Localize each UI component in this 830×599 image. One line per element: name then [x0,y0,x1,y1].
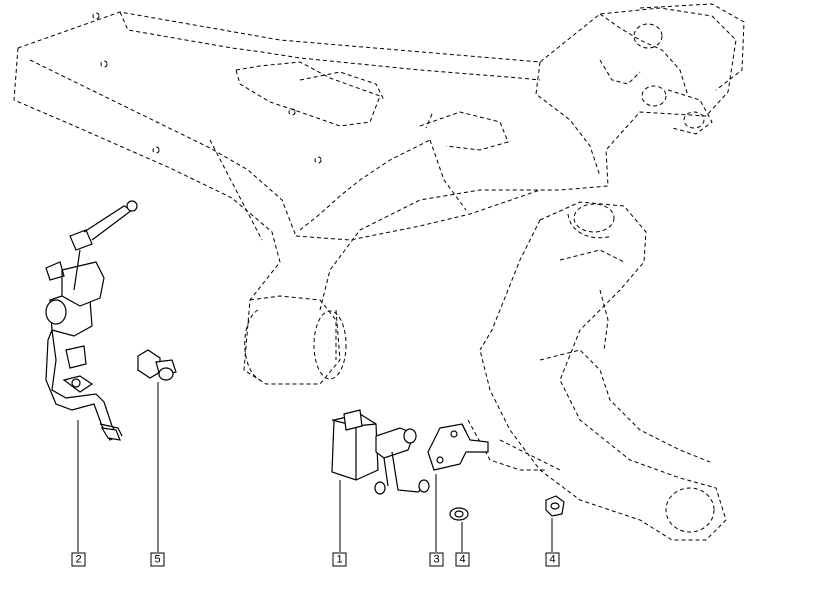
callout-1: 1 [332,552,347,567]
callout-4-left: 4 [455,552,470,567]
part-3-bracket [427,423,489,471]
part-1-height-sensor-right [331,409,430,495]
callout-1-label: 1 [336,554,342,566]
callout-3-label: 3 [433,554,439,566]
part-4-nut-left [449,507,469,521]
callout-5-label: 5 [154,554,160,566]
part-2-height-sensor-left [45,200,138,441]
callout-4-right-label: 4 [549,554,555,566]
subframe-outline [13,3,745,385]
callout-2: 2 [71,552,86,567]
callout-3: 3 [429,552,444,567]
part-4-nut-right [545,495,565,517]
callout-4-right: 4 [545,552,560,567]
leader-lines [77,382,553,552]
lower-control-arm-outline [467,201,727,541]
callout-2-label: 2 [75,554,81,566]
callout-5: 5 [150,552,165,567]
callout-4-left-label: 4 [459,554,465,566]
part-5-bolt [137,349,177,381]
